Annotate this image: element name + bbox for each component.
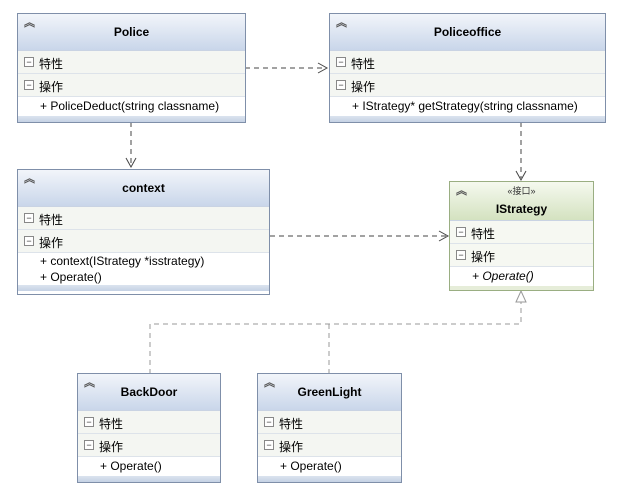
attributes-label: 特性 [351,57,376,71]
operation-item[interactable]: + Operate() [280,459,342,473]
class-context[interactable]: ︽ context − 特性 − 操作 + context(IStrategy … [17,169,270,295]
collapse-chevron-icon[interactable]: ︽ [336,17,347,29]
collapse-minus-icon[interactable]: − [24,236,34,246]
arrowhead-istrategy-top [515,170,527,182]
operations-label: 操作 [39,236,64,250]
operation-item[interactable]: + Operate() [40,270,102,284]
collapse-minus-icon[interactable]: − [24,213,34,223]
class-backdoor[interactable]: ︽ BackDoor − 特性 − 操作 + Operate() [77,373,221,483]
operations-label: 操作 [471,250,496,264]
attributes-section[interactable]: − 特性 [258,411,401,434]
class-footer [450,286,593,290]
class-footer [78,476,220,482]
operations-label: 操作 [39,80,64,94]
operation-item[interactable]: + IStrategy* getStrategy(string classnam… [352,99,578,113]
collapse-minus-icon[interactable]: − [456,227,466,237]
arrowhead-istrategy-left [438,230,450,242]
attributes-section[interactable]: − 特性 [78,411,220,434]
operation-item[interactable]: + PoliceDeduct(string classname) [40,99,220,113]
collapse-minus-icon[interactable]: − [264,440,274,450]
attributes-label: 特性 [99,417,124,431]
collapse-minus-icon[interactable]: − [24,80,34,90]
class-name: IStrategy [495,202,548,216]
attributes-section[interactable]: − 特性 [330,51,605,74]
operation-item[interactable]: + Operate() [100,459,162,473]
stereotype-label: «接口» [507,186,536,196]
attributes-label: 特性 [279,417,304,431]
class-name: context [122,181,165,195]
class-footer [18,116,245,122]
operations-list: + context(IStrategy *isstrategy) + Opera… [18,253,269,285]
attributes-label: 特性 [471,227,496,241]
class-name: GreenLight [297,385,362,399]
operations-section[interactable]: − 操作 [258,434,401,457]
collapse-minus-icon[interactable]: − [24,57,34,67]
collapse-chevron-icon[interactable]: ︽ [456,185,467,197]
operations-list: + Operate() [258,457,401,476]
attributes-section[interactable]: − 特性 [450,221,593,244]
class-name: Police [113,25,150,39]
collapse-minus-icon[interactable]: − [84,440,94,450]
class-name: BackDoor [120,385,178,399]
collapse-minus-icon[interactable]: − [456,250,466,260]
collapse-minus-icon[interactable]: − [336,57,346,67]
attributes-label: 特性 [39,57,64,71]
class-footer [18,285,269,291]
operations-section[interactable]: − 操作 [18,74,245,97]
operations-label: 操作 [279,440,304,454]
interface-istrategy[interactable]: ︽ «接口» IStrategy − 特性 − 操作 + Operate() [449,181,594,291]
collapse-minus-icon[interactable]: − [84,417,94,427]
collapse-minus-icon[interactable]: − [336,80,346,90]
class-header: ︽ Police [18,14,245,51]
class-header: ︽ context [18,170,269,207]
class-footer [258,476,401,482]
class-header: ︽ BackDoor [78,374,220,411]
operations-section[interactable]: − 操作 [330,74,605,97]
operations-list: + PoliceDeduct(string classname) [18,97,245,116]
class-footer [330,116,605,122]
attributes-section[interactable]: − 特性 [18,207,269,230]
operation-item[interactable]: + Operate() [472,269,534,283]
operations-section[interactable]: − 操作 [450,244,593,267]
arrowhead-context [125,157,137,169]
attributes-section[interactable]: − 特性 [18,51,245,74]
class-greenlight[interactable]: ︽ GreenLight − 特性 − 操作 + Operate() [257,373,402,483]
collapse-chevron-icon[interactable]: ︽ [24,17,35,29]
realization-backdoor-istrategy [149,302,522,374]
operations-section[interactable]: − 操作 [78,434,220,457]
operations-section[interactable]: − 操作 [18,230,269,253]
collapse-minus-icon[interactable]: − [264,417,274,427]
operations-list: + Operate() [78,457,220,476]
arrowhead-policeoffice [317,62,329,74]
class-header: ︽ Policeoffice [330,14,605,51]
operations-list: + Operate() [450,267,593,286]
class-policeoffice[interactable]: ︽ Policeoffice − 特性 − 操作 + IStrategy* ge… [329,13,606,123]
operations-label: 操作 [99,440,124,454]
operations-label: 操作 [351,80,376,94]
class-police[interactable]: ︽ Police − 特性 − 操作 + PoliceDeduct(string… [17,13,246,123]
collapse-chevron-icon[interactable]: ︽ [264,377,275,389]
class-header: ︽ «接口» IStrategy [450,182,593,221]
class-name: Policeoffice [433,25,502,39]
realization-arrowhead [515,289,527,303]
collapse-chevron-icon[interactable]: ︽ [84,377,95,389]
collapse-chevron-icon[interactable]: ︽ [24,173,35,185]
operation-item[interactable]: + context(IStrategy *isstrategy) [40,254,205,268]
class-header: ︽ GreenLight [258,374,401,411]
attributes-label: 特性 [39,213,64,227]
operations-list: + IStrategy* getStrategy(string classnam… [330,97,605,116]
